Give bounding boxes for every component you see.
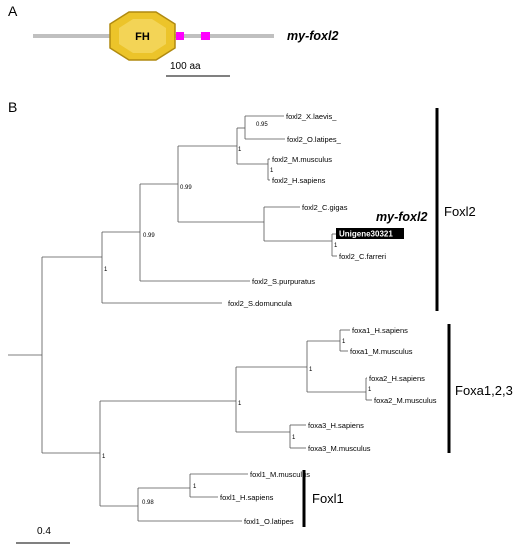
foxl2-clade-label: Foxl2	[444, 204, 476, 219]
fh-domain-label: FH	[135, 31, 150, 43]
leaf-label: foxa1_M.musculus	[350, 347, 413, 356]
leaf-label: foxa2_H.sapiens	[369, 374, 425, 383]
leaf-label: foxa3_H.sapiens	[308, 421, 364, 430]
fh-domain-highlight	[119, 19, 166, 53]
foxl1-clade-label: Foxl1	[312, 491, 344, 506]
support-value: 1	[368, 387, 372, 393]
leaf-label: foxl1_M.musculus	[250, 470, 310, 479]
support-value: 1	[102, 454, 106, 460]
tree-scale-label: 0.4	[37, 526, 51, 537]
leaf-label: foxl2_C.farreri	[339, 252, 386, 261]
panel-b-label: B	[8, 99, 17, 115]
foxa-clade-label: Foxa1,2,3	[455, 383, 513, 398]
protein-scale-label: 100 aa	[170, 61, 201, 72]
support-value: 1	[238, 401, 242, 407]
support-value: 1	[334, 243, 338, 249]
highlighted-leaf: Unigene30321	[336, 228, 404, 239]
panel-a-label: A	[8, 3, 18, 19]
support-value: 1	[238, 147, 242, 153]
phylogenetic-tree	[8, 115, 372, 522]
protein-schematic: FH my-foxl2	[33, 11, 338, 61]
gene-name-label: my-foxl2	[287, 29, 338, 43]
leaf-label: foxa2_M.musculus	[374, 396, 437, 405]
leaf-label: foxl2_S.purpuratus	[252, 277, 315, 286]
leaf-labels: foxl2_X.laevis_ foxl2_O.latipes_ foxl2_M…	[220, 112, 437, 526]
support-value: 1	[342, 339, 346, 345]
my-foxl2-tree-label: my-foxl2	[376, 210, 427, 224]
protein-scale-bar: 100 aa	[166, 61, 230, 77]
leaf-label: foxl1_O.latipes	[244, 517, 294, 526]
leaf-label: foxa3_M.musculus	[308, 444, 371, 453]
support-value: 0.99	[180, 185, 192, 191]
motif-2	[201, 32, 210, 40]
leaf-label: foxl2_H.sapiens	[272, 176, 326, 185]
leaf-label-highlighted: Unigene30321	[339, 230, 393, 239]
support-values: 0.95 1 1 0.99 1 0.99 1 1 1 1 1 1 1 1 0.9…	[102, 122, 372, 506]
support-value: 0.99	[143, 233, 155, 239]
support-value: 0.95	[256, 122, 268, 128]
support-value: 1	[193, 484, 197, 490]
support-value: 1	[292, 435, 296, 441]
highlight-box	[336, 228, 404, 239]
support-value: 1	[104, 267, 108, 273]
tree-scale-bar: 0.4	[16, 526, 70, 544]
motif-1	[176, 32, 184, 40]
leaf-label: foxl2_C.gigas	[302, 203, 348, 212]
leaf-label: foxl2_X.laevis_	[286, 112, 337, 121]
leaf-label: foxl2_O.latipes_	[287, 135, 342, 144]
support-value: 0.98	[142, 500, 154, 506]
support-value: 1	[270, 168, 274, 174]
clade-annotations: Foxl2 my-foxl2 Foxa1,2,3 Foxl1	[302, 108, 513, 527]
leaf-label: foxl2_S.domuncula	[228, 299, 293, 308]
leaf-label: foxl2_M.musculus	[272, 155, 332, 164]
support-value: 1	[309, 367, 313, 373]
leaf-label: foxa1_H.sapiens	[352, 326, 408, 335]
leaf-label: foxl1_H.sapiens	[220, 493, 274, 502]
